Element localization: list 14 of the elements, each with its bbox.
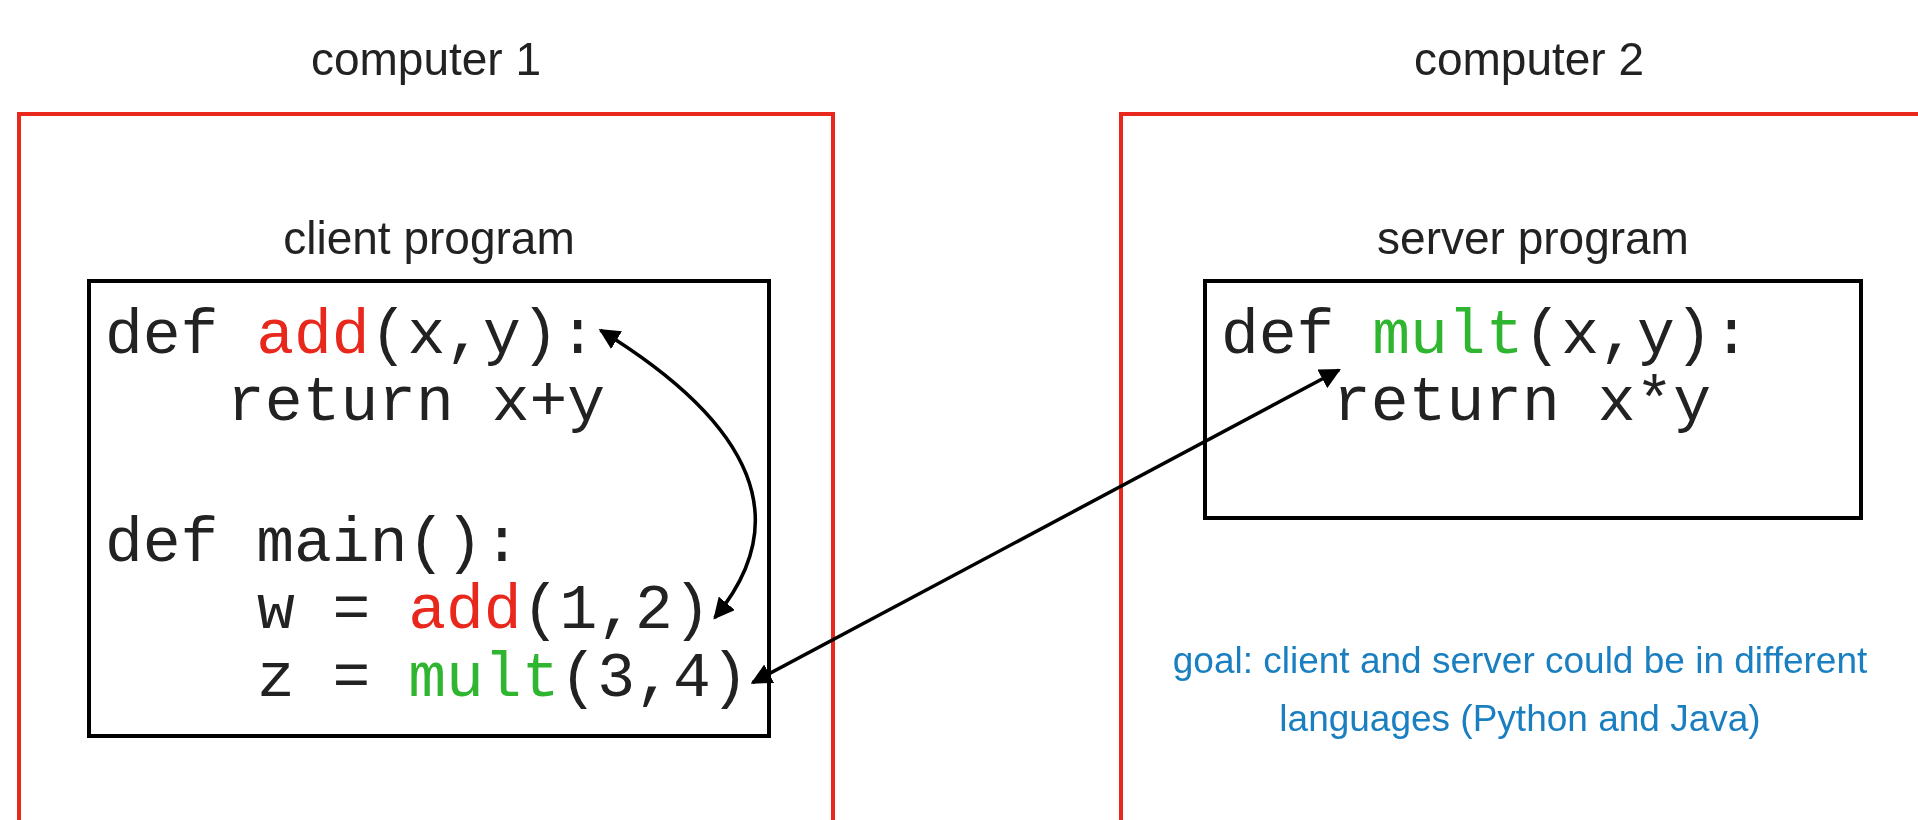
- box-heading: server program: [1376, 211, 1690, 265]
- code-line: def main():: [105, 513, 521, 576]
- box-heading: computer 2: [1412, 32, 1646, 86]
- double-headed-arrow: [750, 368, 1341, 685]
- code-line: return x*y: [1333, 372, 1712, 435]
- code-line: w = add(1,2): [257, 580, 711, 643]
- code-line: def mult(x,y):: [1221, 305, 1751, 368]
- code-line: return x+y: [227, 372, 606, 435]
- box-heading: client program: [282, 211, 576, 265]
- code-line: z = mult(3,4): [257, 648, 749, 711]
- double-headed-arrow: [598, 328, 757, 620]
- code-line: def add(x,y):: [105, 305, 597, 368]
- note-text: goal: client and server could be in different languages (Python and Java): [1171, 639, 1869, 741]
- box-heading: computer 1: [309, 32, 543, 86]
